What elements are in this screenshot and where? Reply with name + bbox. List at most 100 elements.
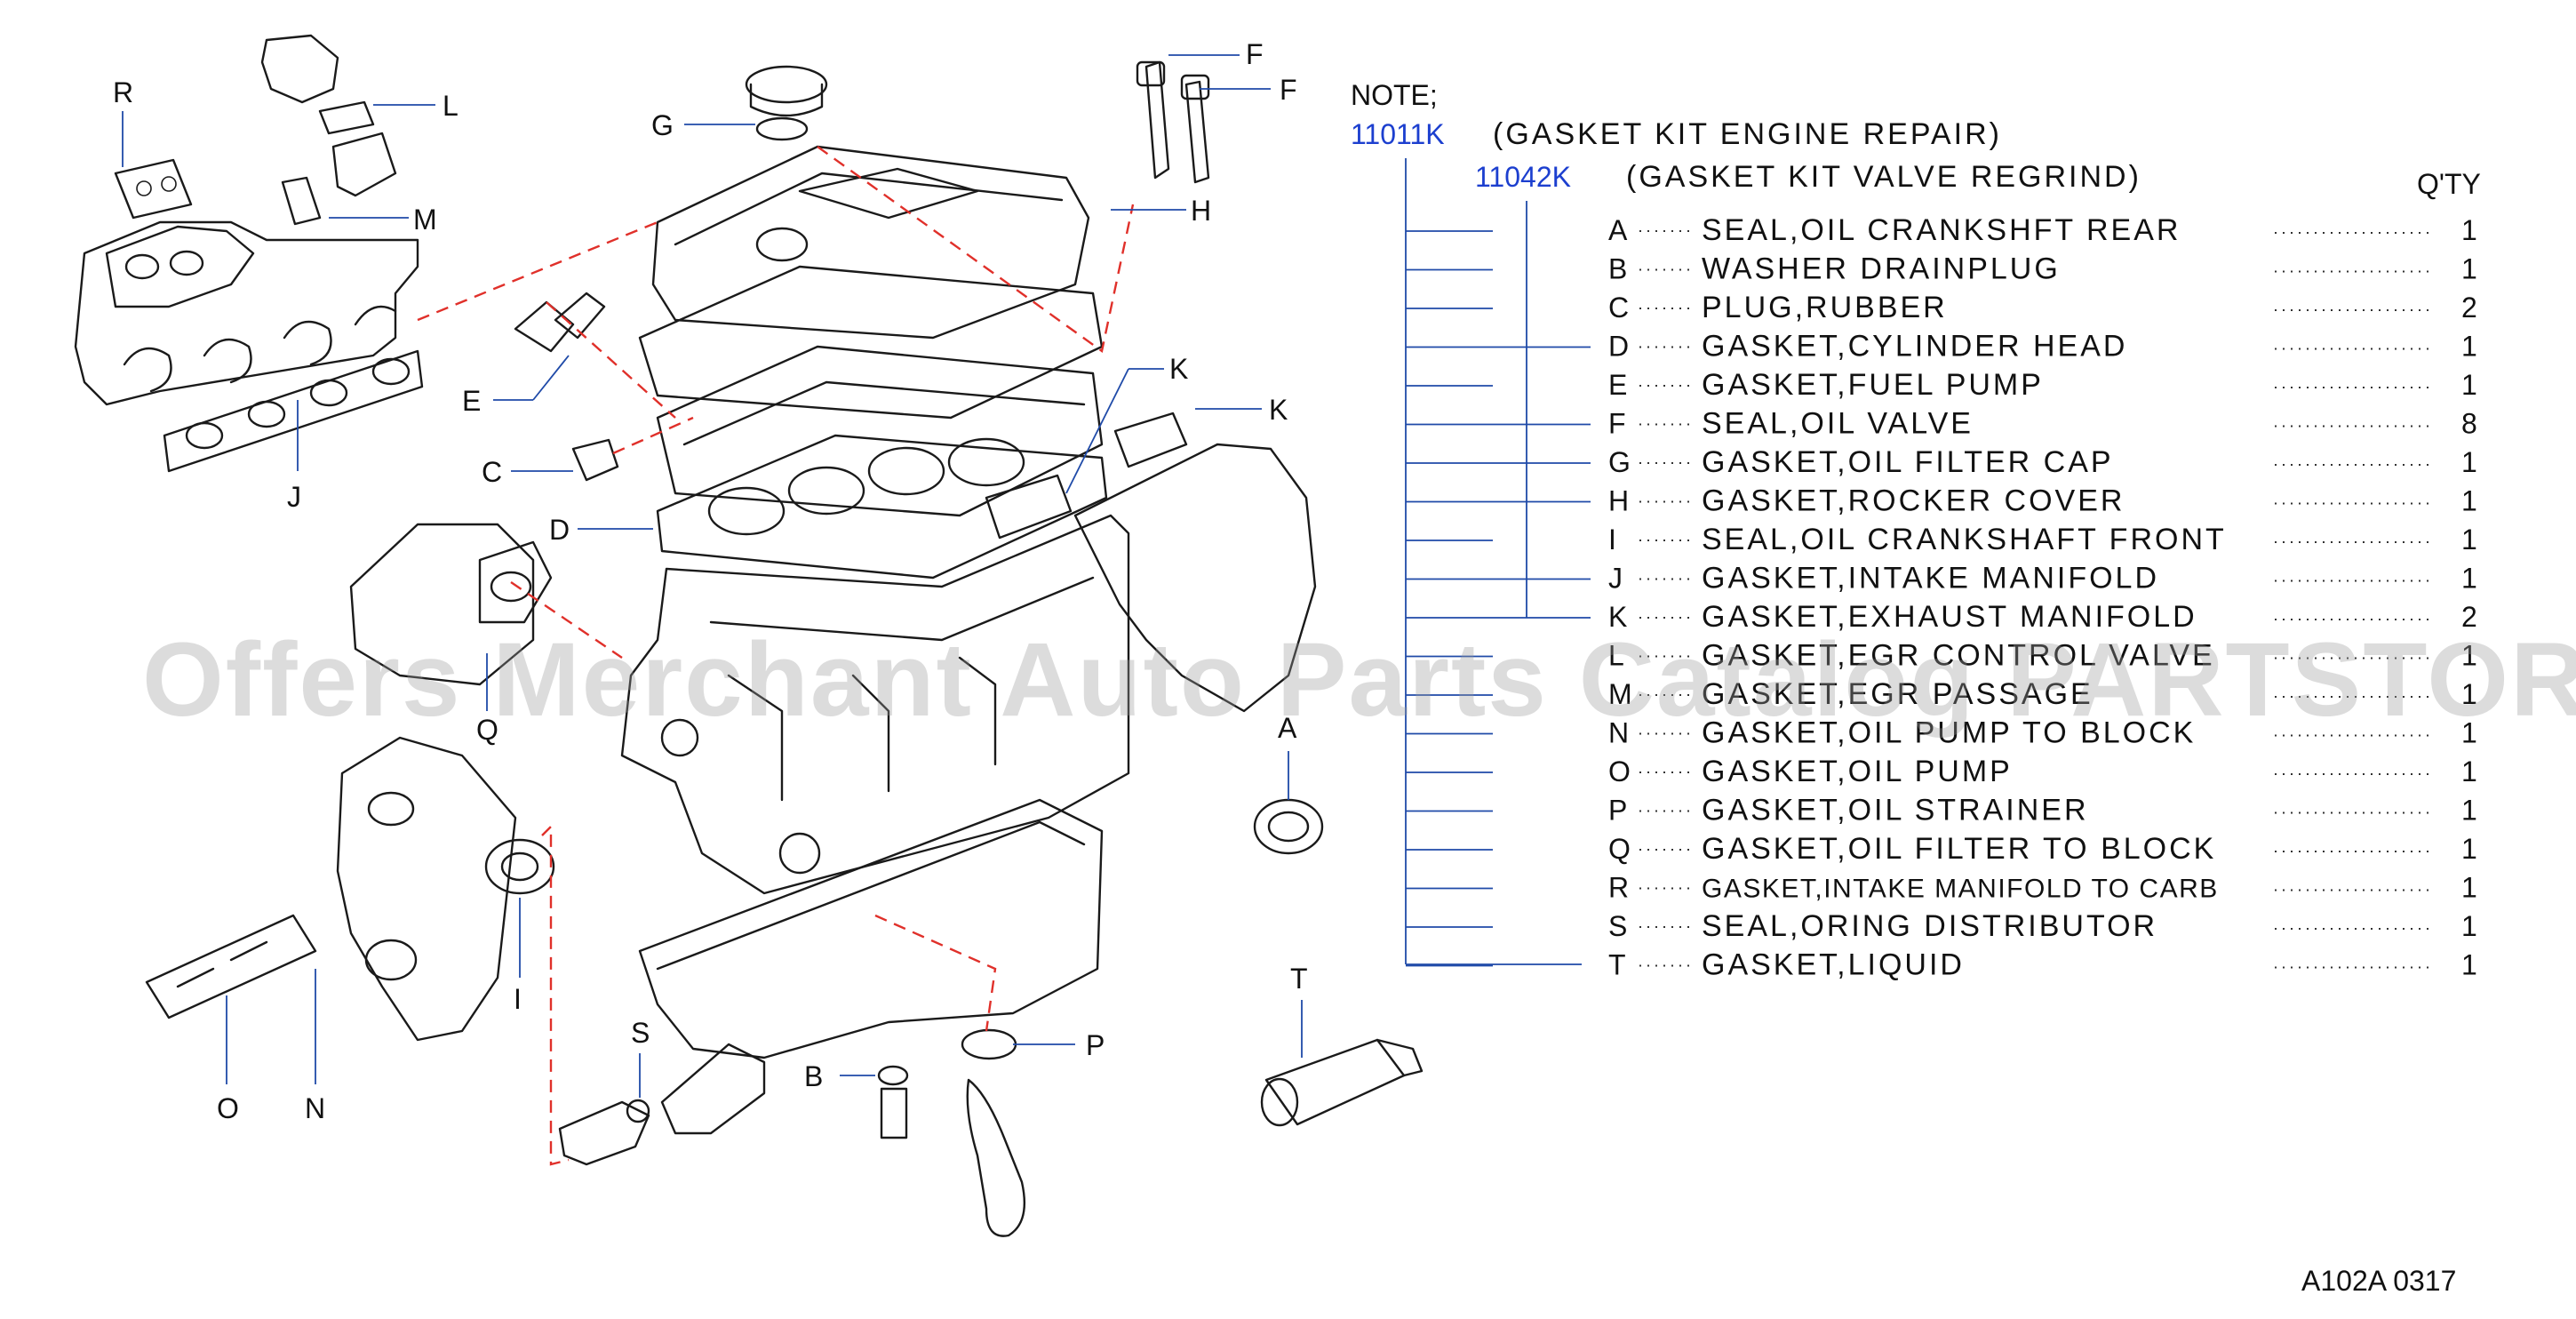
oil-strainer-drawing: [961, 1028, 1025, 1237]
cylinder-head-drawing: [656, 345, 1104, 517]
liquid-gasket-tube-drawing: [1260, 1038, 1424, 1127]
part-qty: 8: [2461, 408, 2477, 440]
part-row: Q GASKET,OIL FILTER TO BLOCK 1: [1406, 832, 2477, 866]
part-name: GASKET,OIL FILTER CAP: [1702, 445, 2114, 479]
part-letter: R: [1608, 872, 1629, 904]
part-letter: H: [1608, 485, 1629, 517]
cylinder-head-gasket-d: [656, 434, 1108, 580]
exhaust-gasket-k-left: [985, 474, 1073, 540]
callout-q: Q: [476, 714, 498, 746]
part-qty: 1: [2461, 640, 2477, 672]
gasket-l-drawing: [318, 100, 375, 135]
callout-p: P: [1086, 1029, 1105, 1061]
callout-o: O: [217, 1092, 239, 1124]
part-row: E GASKET,FUEL PUMP 1: [1406, 368, 2477, 402]
callout-t: T: [1290, 963, 1308, 995]
exhaust-manifold-drawing: [1073, 443, 1317, 713]
gasket-m-drawing: [281, 176, 322, 226]
part-letter: F: [1608, 408, 1626, 440]
intake-manifold-drawing: [74, 220, 419, 406]
part-letter: A: [1608, 214, 1628, 246]
egr-valve-drawing: [260, 34, 339, 104]
part-name: PLUG,RUBBER: [1702, 291, 1948, 324]
callout-i: I: [514, 983, 522, 1015]
part-name: GASKET,INTAKE MANIFOLD TO CARB: [1702, 875, 2219, 904]
part-letter: O: [1608, 755, 1631, 787]
part-row: F SEAL,OIL VALVE 8: [1406, 407, 2477, 441]
callout-g: G: [651, 109, 674, 141]
part-qty: 1: [2461, 563, 2477, 595]
callout-labels: R L M J F F G H E C D K K Q A I O N S B …: [113, 38, 1308, 1124]
part-name: GASKET,FUEL PUMP: [1702, 368, 2044, 402]
gasket-r-hole: [136, 180, 152, 196]
front-cover-drawing: [336, 736, 517, 1042]
part-name: GASKET,EGR CONTROL VALVE: [1702, 639, 2215, 673]
part-letter: M: [1608, 678, 1632, 710]
part-name: GASKET,LIQUID: [1702, 948, 1965, 982]
part-qty: 1: [2461, 949, 2477, 981]
part-name: GASKET,INTAKE MANIFOLD: [1702, 562, 2159, 596]
oil-pan-drawing: [638, 798, 1104, 1059]
drain-plug-drawing: [877, 1065, 909, 1139]
oil-pump-drawing: [145, 914, 317, 1019]
callout-b: B: [804, 1060, 823, 1092]
part-qty: 1: [2461, 253, 2477, 285]
part-letter: P: [1608, 795, 1627, 827]
callout-l: L: [443, 90, 459, 122]
part-qty: 1: [2461, 369, 2477, 401]
part-name: GASKET,EXHAUST MANIFOLD: [1702, 600, 2197, 634]
part-row: T GASKET,LIQUID 1: [1406, 948, 2477, 982]
part-letter: I: [1608, 524, 1616, 556]
callout-e: E: [462, 385, 481, 417]
callout-s: S: [631, 1017, 650, 1049]
rocker-cover-drawing: [651, 145, 1090, 340]
footer-code: A102A 0317: [2301, 1265, 2456, 1297]
part-letter: S: [1608, 910, 1627, 942]
part-letter: Q: [1608, 833, 1631, 865]
callout-n: N: [305, 1092, 325, 1124]
part-qty: 1: [2461, 795, 2477, 827]
part-letter: C: [1608, 292, 1629, 324]
part-qty: 1: [2461, 833, 2477, 865]
part-name: GASKET,OIL FILTER TO BLOCK: [1702, 832, 2216, 866]
part-name: WASHER DRAINPLUG: [1702, 252, 2061, 286]
callout-k-upper: K: [1169, 353, 1188, 385]
parts-list: NOTE; 11011K (GASKET KIT ENGINE REPAIR) …: [1351, 79, 2481, 982]
part-qty: 1: [2461, 717, 2477, 749]
kit-valve-name: (GASKET KIT VALVE REGRIND): [1626, 160, 2141, 194]
engine-illustration: [74, 34, 1424, 1237]
part-letter: E: [1608, 369, 1627, 401]
part-name: SEAL,OIL CRANKSHAFT FRONT: [1702, 523, 2227, 556]
part-letter: T: [1608, 949, 1626, 981]
callout-r: R: [113, 76, 133, 108]
part-name: SEAL,ORING DISTRIBUTOR: [1702, 909, 2157, 943]
part-qty: 1: [2461, 485, 2477, 517]
crankshaft-rear-seal-a: [1253, 798, 1324, 855]
fuel-pump-spacer: [554, 292, 606, 340]
part-qty: 1: [2461, 678, 2477, 710]
intake-manifold-gasket-j: [163, 349, 424, 473]
part-name: GASKET,OIL STRAINER: [1702, 794, 2089, 827]
part-name: SEAL,OIL VALVE: [1702, 407, 1974, 441]
callout-f-upper: F: [1246, 38, 1264, 70]
callout-a: A: [1278, 712, 1297, 744]
engine-block-drawing: [620, 514, 1130, 895]
part-qty: 1: [2461, 755, 2477, 787]
part-letter: K: [1608, 601, 1627, 633]
exhaust-gasket-k-right: [1113, 412, 1188, 468]
distributor-drawing: [558, 1043, 766, 1166]
watermark: Offers Merchant Auto Parts Catalog PARTS…: [142, 621, 2576, 739]
